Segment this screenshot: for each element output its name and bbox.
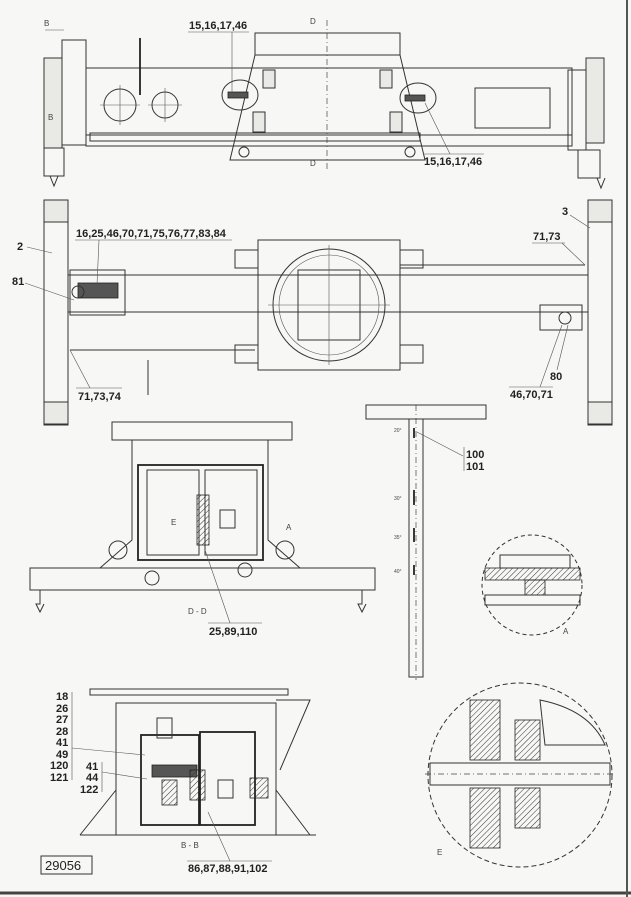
section-mark-d-bottom: D bbox=[310, 159, 316, 168]
callout-15-16-17-46-top: 15,16,17,46 bbox=[189, 20, 247, 32]
section-mark-d-top: D bbox=[310, 17, 316, 26]
callout-25-89-110: 25,89,110 bbox=[209, 626, 257, 638]
section-b-b: 18 26 27 28 41 49 120 121 41 44 122 B - … bbox=[40, 688, 316, 875]
drawing-number: 29056 bbox=[45, 858, 81, 873]
detail-e: E bbox=[425, 682, 615, 868]
angle-gauge-tool: 20° 30° 35° 40° 100 101 bbox=[365, 404, 487, 680]
section-d-d: E A D - D 25,89,110 bbox=[29, 421, 376, 638]
callout-26: 26 bbox=[56, 703, 68, 715]
callout-81: 81 bbox=[12, 276, 24, 288]
callout-28: 28 bbox=[56, 726, 68, 738]
callout-2: 2 bbox=[17, 241, 23, 253]
section-mark-b-bottom: B bbox=[48, 113, 53, 122]
callout-100: 100 bbox=[466, 449, 484, 461]
callout-86-87-88-91-102: 86,87,88,91,102 bbox=[188, 863, 268, 875]
callout-18: 18 bbox=[56, 691, 68, 703]
callout-80: 80 bbox=[550, 371, 562, 383]
callout-41: 41 bbox=[56, 737, 68, 749]
section-title-d-d: D - D bbox=[188, 607, 207, 616]
callout-27: 27 bbox=[56, 714, 68, 726]
angle-40: 40° bbox=[394, 569, 402, 575]
callout-44: 44 bbox=[86, 772, 99, 784]
section-title-b-b: B - B bbox=[181, 841, 199, 850]
callout-15-16-17-46-bottom: 15,16,17,46 bbox=[424, 156, 482, 168]
callout-71-73: 71,73 bbox=[533, 231, 561, 243]
callout-49: 49 bbox=[56, 749, 68, 761]
top-elevation-view: B B D D 15,16,17,46 15,16,17,46 bbox=[43, 17, 606, 190]
detail-e-label: E bbox=[437, 848, 442, 857]
angle-30: 30° bbox=[394, 496, 402, 502]
detail-a: A bbox=[481, 534, 583, 636]
callout-3: 3 bbox=[562, 206, 568, 218]
plan-view: 3 2 16,25,46,70,71,75,76,77,83,84 71,73 … bbox=[12, 199, 613, 426]
callout-41-inner: 41 bbox=[86, 761, 98, 773]
detail-mark-a: A bbox=[286, 523, 292, 532]
callout-71-73-74: 71,73,74 bbox=[78, 391, 122, 403]
callout-101: 101 bbox=[466, 461, 484, 473]
callout-122: 122 bbox=[80, 784, 98, 796]
callout-46-70-71: 46,70,71 bbox=[510, 389, 553, 401]
section-mark-b-top: B bbox=[44, 19, 49, 28]
detail-a-label: A bbox=[563, 627, 569, 636]
callout-16-25-46-70-71-75-76-77-83-84: 16,25,46,70,71,75,76,77,83,84 bbox=[76, 228, 227, 240]
detail-mark-e: E bbox=[171, 518, 176, 527]
angle-20: 20° bbox=[394, 428, 402, 434]
angle-35: 35° bbox=[394, 535, 402, 541]
callout-121: 121 bbox=[50, 772, 68, 784]
callout-120: 120 bbox=[50, 760, 68, 772]
